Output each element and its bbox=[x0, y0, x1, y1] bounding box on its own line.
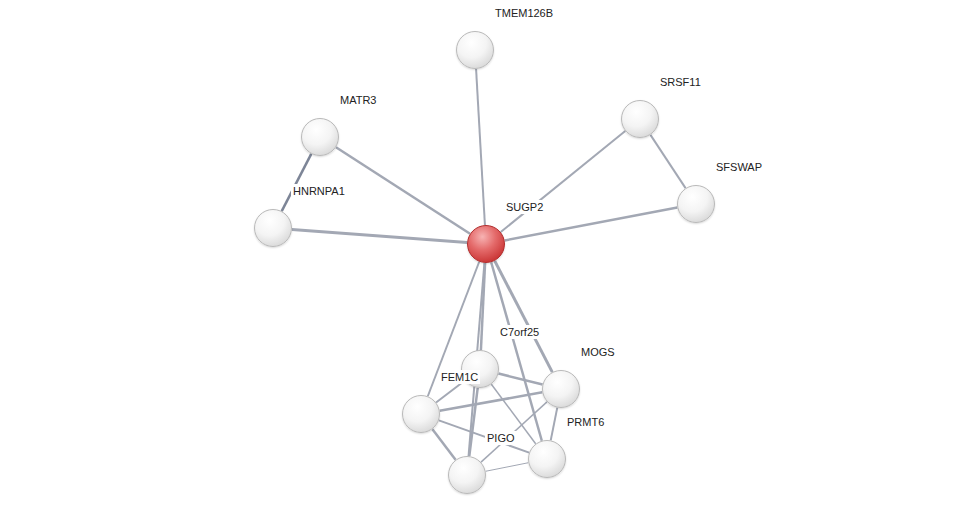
interaction-edge bbox=[501, 131, 625, 232]
protein-label: HNRNPA1 bbox=[291, 184, 347, 198]
interaction-edge bbox=[336, 147, 470, 233]
protein-node: PIGO bbox=[448, 456, 486, 494]
protein-node: TMEM126B bbox=[456, 31, 494, 69]
protein-label: FEM1C bbox=[439, 370, 480, 384]
protein-label: SRSF11 bbox=[658, 75, 703, 89]
protein-label: C7orf25 bbox=[498, 325, 541, 339]
interaction-edge bbox=[432, 429, 455, 460]
protein-label: SFSWAP bbox=[714, 160, 764, 174]
interaction-edge bbox=[440, 392, 543, 410]
protein-label: TMEM126B bbox=[493, 6, 555, 20]
protein-node: SRSF11 bbox=[621, 100, 659, 138]
interaction-edge bbox=[486, 463, 529, 472]
interaction-edge bbox=[292, 229, 467, 242]
protein-label: MATR3 bbox=[338, 93, 378, 107]
protein-label: SUGP2 bbox=[504, 200, 545, 214]
protein-node: SFSWAP bbox=[677, 185, 715, 223]
protein-label: PRMT6 bbox=[565, 415, 606, 429]
protein-label: PIGO bbox=[485, 431, 517, 445]
protein-node: FEM1C bbox=[402, 395, 440, 433]
interaction-edge bbox=[498, 374, 542, 385]
protein-node: SUGP2 bbox=[467, 225, 505, 263]
protein-label: MOGS bbox=[579, 345, 617, 359]
protein-node: PRMT6 bbox=[528, 440, 566, 478]
interaction-edge bbox=[476, 69, 485, 225]
protein-node: MATR3 bbox=[301, 118, 339, 156]
interaction-edge bbox=[551, 408, 558, 441]
interaction-edge bbox=[439, 420, 529, 452]
protein-node: HNRNPA1 bbox=[254, 209, 292, 247]
interaction-edge bbox=[650, 135, 685, 188]
protein-node: MOGS bbox=[542, 370, 580, 408]
interaction-edge bbox=[495, 261, 553, 372]
interaction-edge bbox=[282, 154, 312, 211]
interaction-edge bbox=[469, 388, 477, 456]
